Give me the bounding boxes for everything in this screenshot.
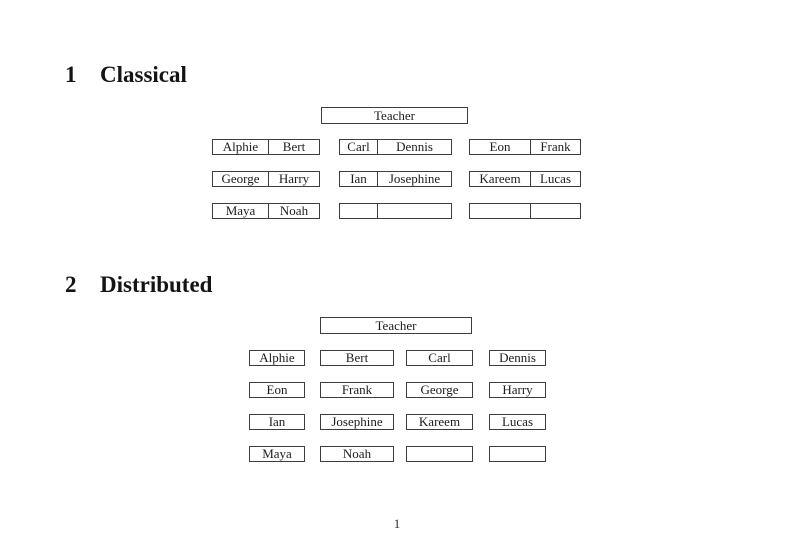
desk-seat-left: Carl: [340, 139, 378, 154]
desk-seat-left: Ian: [340, 171, 378, 186]
section-heading-distributed: 2 Distributed: [65, 272, 212, 297]
desk-distributed-r1-c4: Dennis: [489, 350, 546, 366]
desk-distributed-r2-c4: Harry: [489, 382, 546, 398]
desk-seat-right: Harry: [278, 171, 310, 186]
desk-seat-right: Noah: [279, 203, 309, 218]
desk-distributed-r3-c4: Lucas: [489, 414, 546, 430]
desk-seat-right: Josephine: [388, 171, 441, 186]
desk-distributed-r4-c4-empty: [489, 446, 546, 462]
desk-distributed-r4-c1: Maya: [249, 446, 305, 462]
desk-classical-r2-c3: Kareem Lucas: [469, 171, 581, 187]
desk-seat-right: [531, 204, 580, 218]
teacher-box-distributed: Teacher: [320, 317, 472, 334]
section-number: 1: [65, 62, 77, 87]
desk-distributed-r3-c2: Josephine: [320, 414, 394, 430]
desk-distributed-r4-c2: Noah: [320, 446, 394, 462]
desk-classical-r1-c3: Eon Frank: [469, 139, 581, 155]
desk-distributed-r3-c3: Kareem: [406, 414, 473, 430]
desk-seat-right: Dennis: [396, 139, 433, 154]
desk-seat-right: Frank: [540, 139, 571, 154]
desk-seat-left: Maya: [213, 203, 269, 218]
desk-classical-r1-c1: Alphie Bert: [212, 139, 320, 155]
section-number: 2: [65, 272, 77, 297]
desk-distributed-r1-c2: Bert: [320, 350, 394, 366]
page-number: 1: [393, 516, 401, 531]
desk-seat-right: [378, 204, 451, 218]
desk-classical-r1-c2: Carl Dennis: [339, 139, 452, 155]
teacher-box-classical: Teacher: [321, 107, 468, 124]
desk-seat-left: [470, 204, 531, 218]
desk-distributed-r2-c3: George: [406, 382, 473, 398]
desk-distributed-r2-c1: Eon: [249, 382, 305, 398]
desk-classical-r2-c1: George Harry: [212, 171, 320, 187]
desk-seat-left: Alphie: [213, 139, 269, 154]
desk-distributed-r3-c1: Ian: [249, 414, 305, 430]
desk-distributed-r4-c3-empty: [406, 446, 473, 462]
desk-seat-left: Kareem: [470, 171, 531, 186]
desk-classical-r3-c1: Maya Noah: [212, 203, 320, 219]
desk-seat-right: Bert: [282, 139, 306, 154]
desk-seat-right: Lucas: [539, 171, 572, 186]
section-title: Distributed: [100, 272, 213, 297]
desk-seat-left: [340, 204, 378, 218]
section-title: Classical: [100, 62, 187, 87]
desk-classical-r2-c2: Ian Josephine: [339, 171, 452, 187]
desk-distributed-r2-c2: Frank: [320, 382, 394, 398]
desk-classical-r3-c2-empty: [339, 203, 452, 219]
desk-distributed-r1-c3: Carl: [406, 350, 473, 366]
desk-distributed-r1-c1: Alphie: [249, 350, 305, 366]
section-heading-classical: 1 Classical: [65, 62, 187, 87]
desk-classical-r3-c3-empty: [469, 203, 581, 219]
desk-seat-left: George: [213, 171, 269, 186]
desk-seat-left: Eon: [470, 139, 531, 154]
